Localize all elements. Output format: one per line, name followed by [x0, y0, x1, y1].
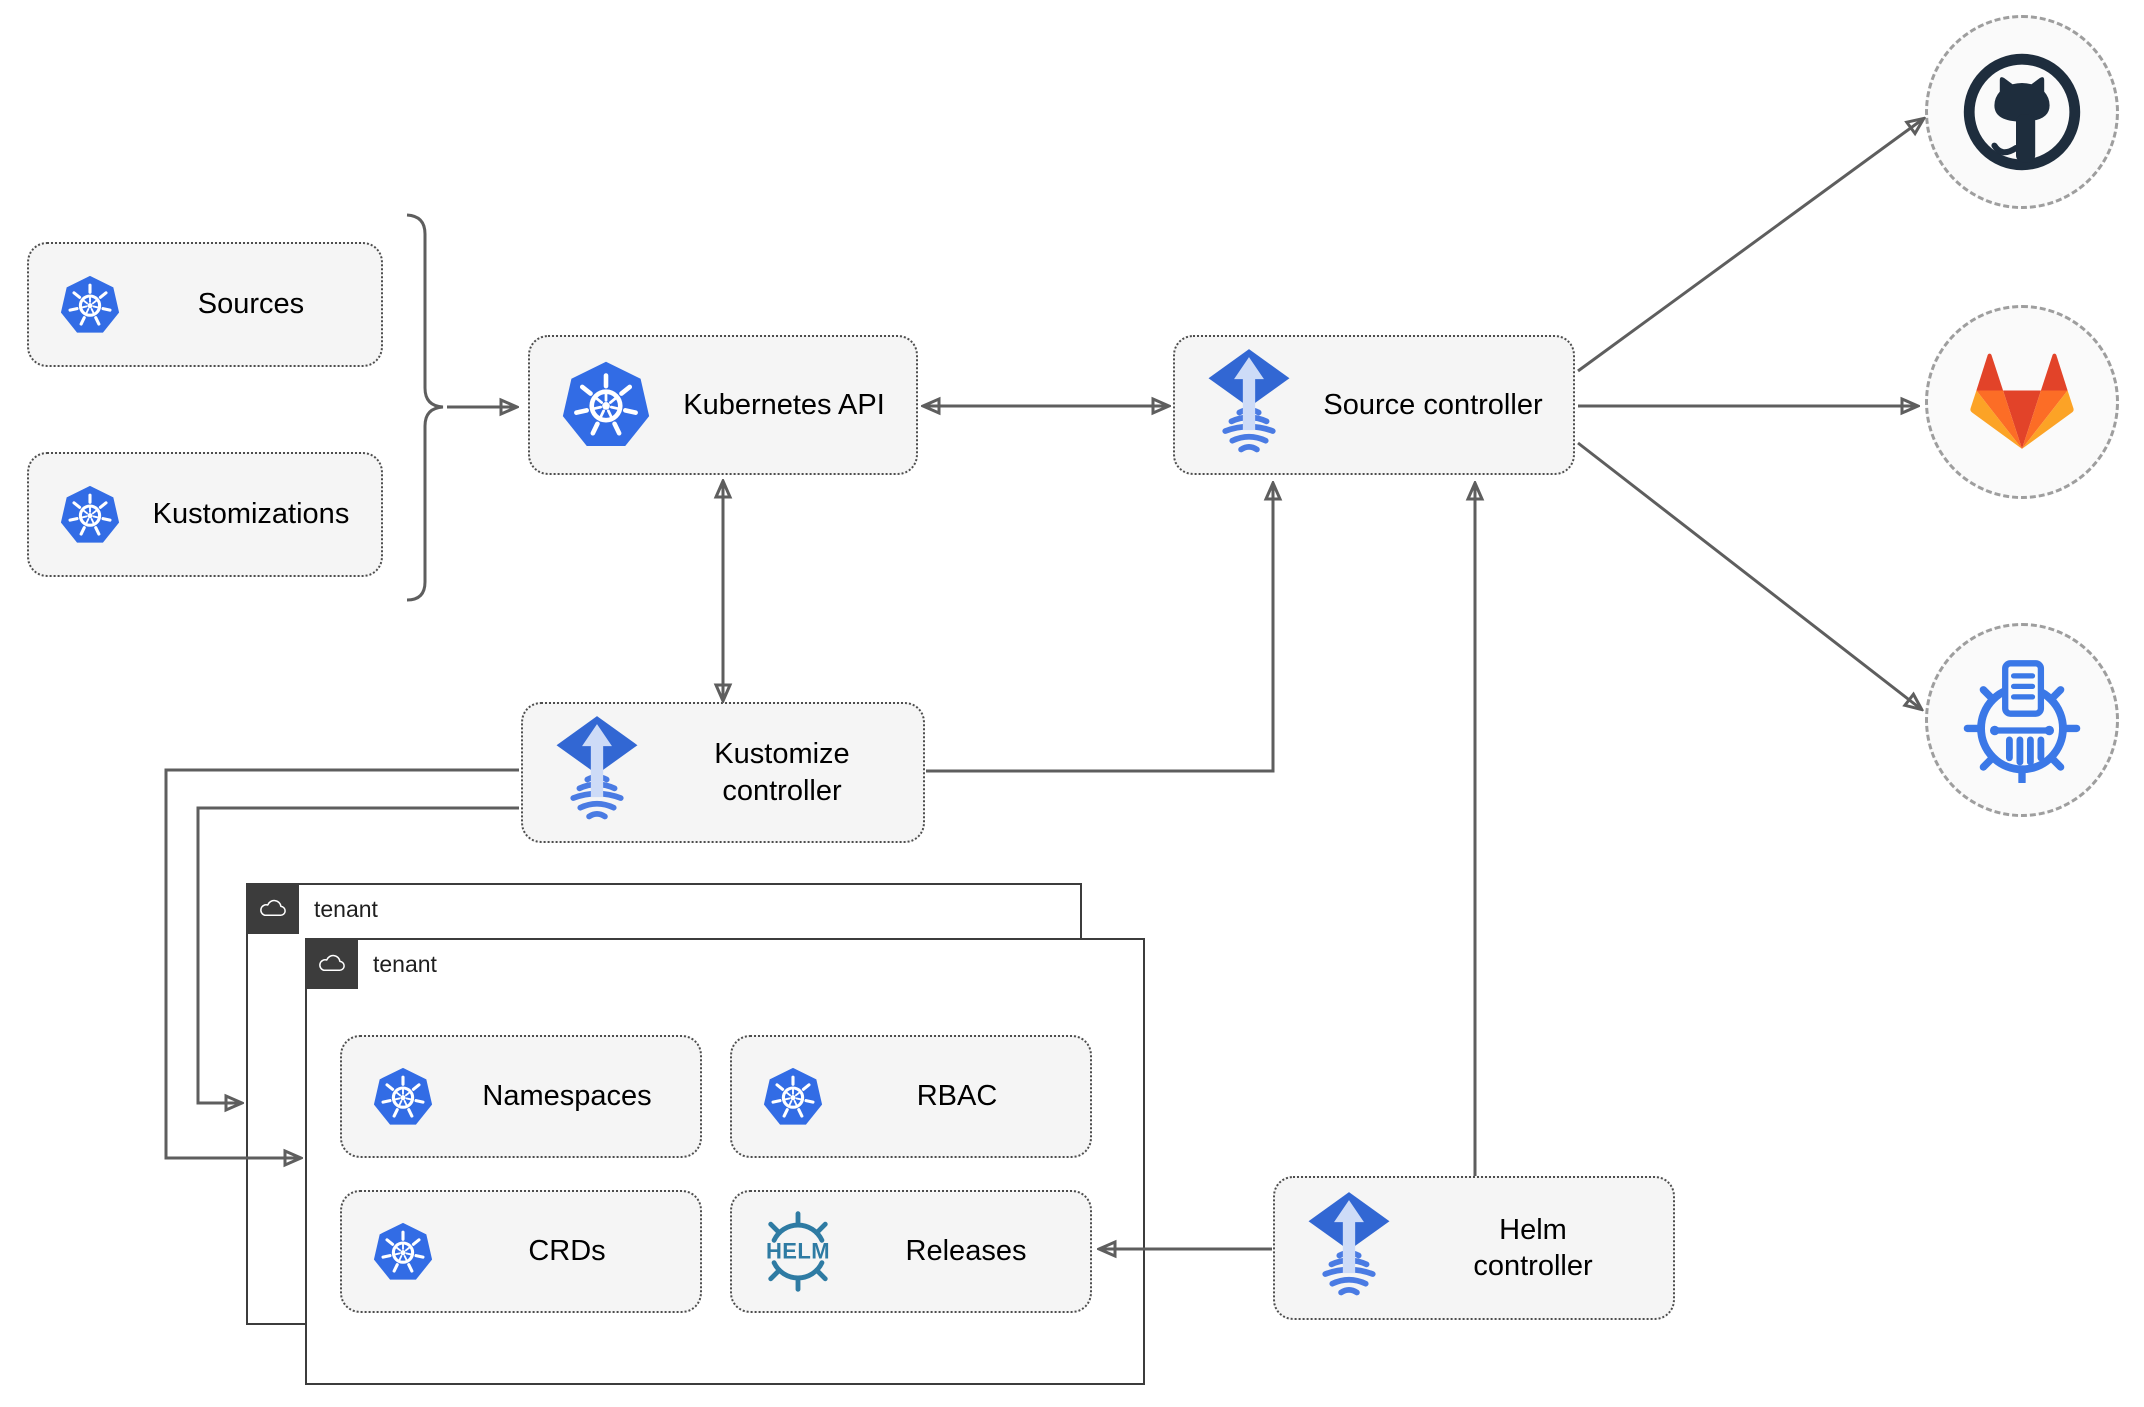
source-controller-node: Source controller: [1173, 335, 1575, 475]
node-label: Helm controller: [1473, 1213, 1593, 1282]
kubernetes-icon: [372, 1066, 434, 1128]
node-label: RBAC: [916, 1080, 998, 1113]
kubernetes-icon: [372, 1221, 434, 1283]
edge-source-to-kustomize-repo: [1577, 441, 1921, 709]
kustomize-icon: [1963, 660, 2081, 783]
kustomize-controller-node: Kustomize controller: [521, 702, 925, 843]
releases-node: HELM Releases: [730, 1190, 1092, 1313]
kubernetes-api-node: Kubernetes API: [528, 335, 918, 475]
cloud-icon: [317, 953, 347, 975]
tenant-label: tenant: [373, 951, 437, 977]
grouping-brace: [406, 213, 444, 602]
cloud-badge: [306, 939, 358, 989]
kubernetes-icon: [59, 484, 121, 546]
node-label: Source controller: [1323, 388, 1543, 421]
cloud-badge: [247, 884, 299, 934]
kubernetes-icon: [560, 359, 652, 451]
gitlab-icon: [1970, 353, 2074, 449]
flux-icon: [1305, 1192, 1393, 1305]
sources-node: Sources: [27, 242, 383, 367]
helm-controller-node: Helm controller: [1273, 1176, 1675, 1320]
node-label: Kubernetes API: [683, 388, 885, 421]
tenant-label: tenant: [314, 896, 378, 922]
edge-source-to-github: [1577, 119, 1923, 373]
flux-icon: [1205, 349, 1293, 462]
kustomize-repository: [1925, 623, 2119, 817]
crds-node: CRDs: [340, 1190, 702, 1313]
node-label: CRDs: [528, 1235, 606, 1268]
cloud-icon: [258, 898, 288, 920]
node-label: Releases: [905, 1235, 1027, 1268]
kubernetes-icon: [59, 274, 121, 336]
namespaces-node: Namespaces: [340, 1035, 702, 1158]
github-repository: [1925, 15, 2119, 209]
edge-kustomize-to-source: [926, 484, 1273, 773]
rbac-node: RBAC: [730, 1035, 1092, 1158]
kubernetes-icon: [762, 1066, 824, 1128]
github-icon: [1963, 53, 2081, 171]
kustomizations-node: Kustomizations: [27, 452, 383, 577]
helm-wordmark: HELM: [766, 1239, 830, 1264]
node-label: Sources: [197, 288, 305, 321]
node-label: Kustomize controller: [714, 738, 850, 807]
gitlab-repository: [1925, 305, 2119, 499]
node-label: Kustomizations: [152, 498, 350, 531]
flux-icon: [553, 716, 641, 829]
node-label: Namespaces: [482, 1080, 652, 1113]
helm-icon: HELM: [754, 1211, 842, 1292]
tenant-box-inner: tenant Namespaces RBAC CRDs: [305, 938, 1145, 1385]
